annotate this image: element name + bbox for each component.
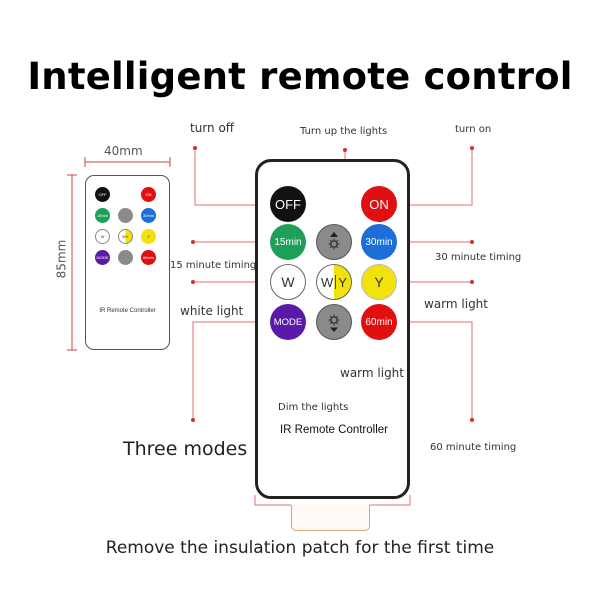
brightness-up-button[interactable] xyxy=(316,224,352,260)
callout-warm-light-right: warm light xyxy=(424,297,488,311)
callout-warm-light-bottom: warm light xyxy=(340,366,404,380)
small-mode-button: MODE xyxy=(95,250,110,265)
small-wy-y-label: Y xyxy=(126,234,129,239)
white-light-button[interactable]: W xyxy=(270,264,306,300)
small-y-button: Y xyxy=(141,229,156,244)
brightness-down-button[interactable] xyxy=(316,304,352,340)
callout-turn-up: Turn up the lights xyxy=(300,126,388,137)
small-30min-button: 30min xyxy=(141,208,156,223)
timer-30-button[interactable]: 30min xyxy=(361,224,397,260)
wy-y-label: Y xyxy=(338,274,347,290)
brightness-down-icon xyxy=(328,314,340,332)
dimension-lines xyxy=(67,157,171,351)
on-button[interactable]: ON xyxy=(361,186,397,222)
remote-model-label: IR Remote Controller xyxy=(279,424,388,436)
small-wy-w-label: W xyxy=(122,234,127,239)
callout-dim-lights: Dim the lights xyxy=(278,402,349,413)
mode-button[interactable]: MODE xyxy=(270,304,306,340)
small-remote-label: IR Remote Controller xyxy=(99,308,156,314)
small-w-button: W xyxy=(95,229,110,244)
small-on-button: ON xyxy=(141,187,156,202)
page-title: Intelligent remote control xyxy=(27,55,573,98)
wy-w-label: W xyxy=(321,274,334,290)
warm-light-button[interactable]: Y xyxy=(361,264,397,300)
small-60min-button: 60min xyxy=(141,250,156,265)
callout-turn-on: turn on xyxy=(455,124,492,135)
small-brightness-down-icon xyxy=(118,250,133,265)
footer-instruction: Remove the insulation patch for the firs… xyxy=(105,538,495,558)
timer-15-button[interactable]: 15min xyxy=(270,224,306,260)
callout-15min-timing: 15 minute timing xyxy=(170,260,257,271)
height-dimension-label: 85mm xyxy=(54,239,69,279)
width-dimension-label: 40mm xyxy=(104,144,143,158)
callout-white-light: white light xyxy=(180,304,244,318)
small-15min-button: 15min xyxy=(95,208,110,223)
callout-turn-off: turn off xyxy=(190,121,235,135)
small-brightness-up-icon xyxy=(118,208,133,223)
callout-30min-timing: 30 minute timing xyxy=(435,252,522,263)
timer-60-button[interactable]: 60min xyxy=(361,304,397,340)
small-off-button: OFF xyxy=(95,187,110,202)
off-button[interactable]: OFF xyxy=(270,186,306,222)
callout-three-modes: Three modes xyxy=(123,438,248,460)
insulation-tab xyxy=(291,505,370,531)
callout-60min-timing: 60 minute timing xyxy=(430,442,517,453)
brightness-up-icon xyxy=(328,232,340,250)
